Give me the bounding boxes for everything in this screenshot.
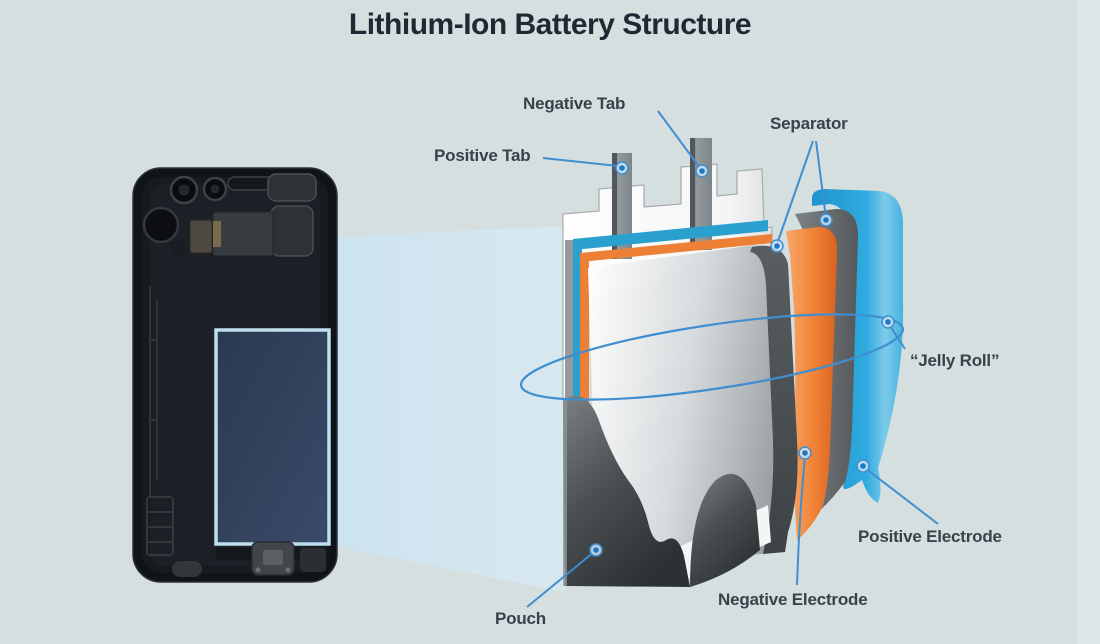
leader-negative-electrode	[796, 455, 806, 586]
pouch-left-highlight	[563, 398, 567, 586]
usb-port	[263, 550, 283, 565]
pouch-layer	[563, 395, 690, 587]
battery-highlight	[214, 328, 331, 546]
dot-negative-electrode	[798, 446, 812, 460]
dot-positive-tab	[615, 161, 629, 175]
dot-separator-rear	[819, 213, 833, 227]
jelly-roll-loop	[519, 313, 905, 401]
label-negative-electrode: Negative Electrode	[718, 590, 868, 609]
dot-negative-tab	[695, 164, 709, 178]
front-blue-edge	[573, 220, 768, 400]
label-pouch: Pouch	[495, 609, 546, 628]
camera-lens-inner	[178, 184, 190, 196]
battery-layer-stack	[562, 138, 904, 588]
leader-lines	[526, 110, 939, 608]
screw-icon-2	[285, 567, 291, 573]
positive-electrode-layer	[812, 189, 904, 503]
leader-separator-1	[776, 140, 814, 245]
antenna-traces	[149, 286, 158, 496]
antenna-ladder-rungs	[147, 511, 173, 543]
gold-contact	[213, 221, 221, 247]
leader-pouch	[526, 551, 595, 608]
small-component	[171, 242, 185, 256]
camera-lens-inner-2	[210, 184, 220, 194]
front-orange-edge	[580, 234, 772, 404]
pouch-fold	[690, 473, 760, 587]
pouch-sheet-shadow-edge	[565, 240, 573, 398]
page-title: Lithium-Ion Battery Structure	[348, 8, 752, 41]
label-positive-tab: Positive Tab	[434, 146, 531, 165]
dot-positive-electrode	[856, 459, 870, 473]
screw-icon	[255, 567, 261, 573]
label-positive-electrode: Positive Electrode	[858, 527, 1002, 546]
leader-negative-tab	[657, 110, 701, 169]
sim-tray-block	[267, 173, 317, 202]
label-negative-tab: Negative Tab	[523, 94, 626, 113]
vibration-motor	[142, 206, 180, 244]
flex-connector	[189, 219, 213, 254]
dot-separator-front	[770, 239, 784, 253]
dot-jelly-roll	[881, 315, 895, 329]
phone-internals-illustration	[132, 167, 338, 583]
positive-tab-part	[612, 153, 632, 259]
leader-dots	[589, 161, 895, 557]
leader-separator-2	[815, 140, 827, 219]
dot-pouch	[589, 543, 603, 557]
negative-electrode-layer	[786, 227, 838, 540]
earpiece-bar	[227, 176, 275, 191]
bottom-block	[300, 548, 326, 572]
zoom-beam	[334, 226, 565, 592]
speaker-block	[270, 205, 314, 257]
separator-front-dark-edge	[750, 245, 798, 555]
bottom-pill	[172, 561, 202, 577]
shield-plate	[212, 211, 274, 257]
label-separator: Separator	[770, 114, 848, 133]
background-right-band	[1077, 0, 1100, 644]
leader-jelly-roll	[888, 323, 906, 350]
label-jelly-roll: “Jelly Roll”	[910, 351, 1000, 370]
leader-positive-tab	[542, 157, 619, 167]
leader-positive-electrode	[864, 467, 939, 525]
